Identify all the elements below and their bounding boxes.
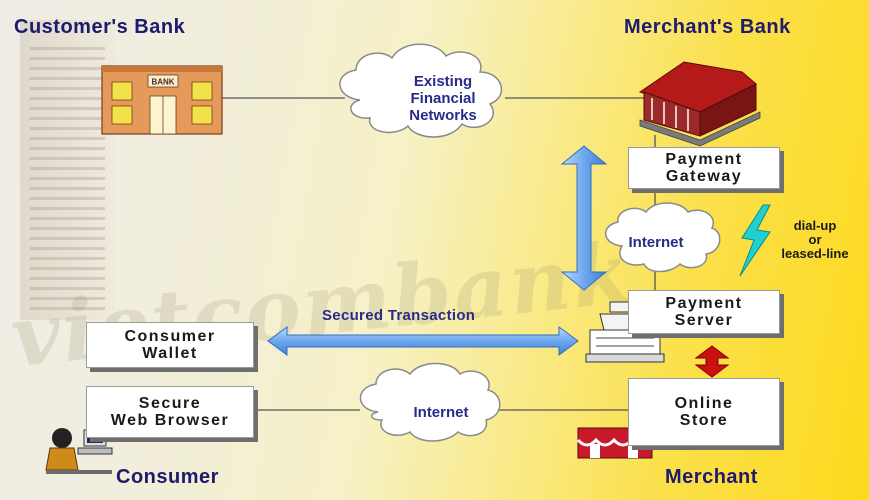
cloud-internet-top — [605, 202, 721, 273]
secured-transaction-arrow — [267, 326, 579, 356]
background-building — [20, 20, 115, 320]
financial-networks-label: Existing Financial Networks — [409, 73, 477, 124]
bank-sign-text: BANK — [151, 78, 174, 87]
server-store-arrow — [694, 345, 730, 378]
cloud-internet-bottom — [359, 362, 501, 442]
bank-building-icon: BANK — [101, 65, 223, 135]
consumer-title: Consumer — [116, 466, 219, 488]
internet-top-label: Internet — [628, 234, 684, 251]
cash-register-icon — [585, 301, 665, 363]
internet-bottom-label: Internet — [413, 404, 469, 421]
lightning-bolt-icon — [739, 204, 771, 277]
background-building-windows — [30, 40, 105, 310]
merchant-bank-building-icon — [638, 61, 761, 147]
vertical-double-arrow — [560, 145, 608, 291]
customers-bank-title: Customer's Bank — [14, 16, 186, 38]
secured-transaction-label: Secured Transaction — [322, 307, 476, 324]
merchants-bank-title: Merchant's Bank — [624, 16, 791, 38]
dialup-label: dial-up or leased-line — [781, 218, 849, 261]
cloud-financial-networks — [339, 43, 503, 138]
merchant-title: Merchant — [665, 466, 758, 488]
